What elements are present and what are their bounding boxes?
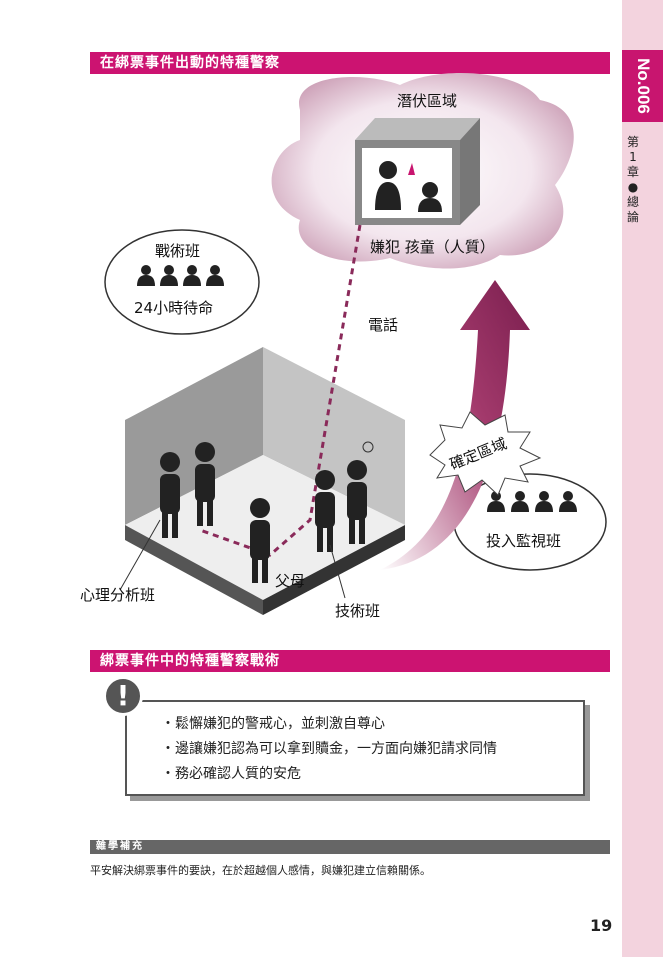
hideout-box xyxy=(355,118,480,225)
surveillance-label: 投入監視班 xyxy=(486,532,562,550)
page-number: 19 xyxy=(590,916,613,935)
list-item: ・鬆懈嫌犯的警戒心，並刺激自尊心 xyxy=(161,716,385,732)
standby-label: 24小時待命 xyxy=(134,299,214,317)
hideout-label: 潛伏區域 xyxy=(397,92,458,110)
list-item: ・邊讓嫌犯認為可以拿到贖金，一方面向嫌犯請求同情 xyxy=(161,741,497,757)
psych-label: 心理分析班 xyxy=(80,586,156,604)
tactics-list: ・鬆懈嫌犯的警戒心，並刺激自尊心 ・邊讓嫌犯認為可以拿到贖金，一方面向嫌犯請求同… xyxy=(127,712,583,787)
people xyxy=(160,442,367,583)
sidebar xyxy=(622,0,663,957)
tactical-label: 戰術班 xyxy=(155,242,201,260)
section-heading-1: 在綁票事件出動的特種警察 xyxy=(90,52,610,74)
surveillance-team-icons xyxy=(487,491,577,512)
trivia-text: 平安解決綁票事件的要訣，在於超越個人感情，與嫌犯建立信賴關係。 xyxy=(90,864,431,877)
tactics-box: ・鬆懈嫌犯的警戒心，並刺激自尊心 ・邊讓嫌犯認為可以拿到贖金，一方面向嫌犯請求同… xyxy=(125,700,585,796)
tech-label: 技術班 xyxy=(335,602,381,620)
arrow xyxy=(380,280,530,570)
phone-label: 電話 xyxy=(368,316,399,334)
section-number: No.006 xyxy=(622,50,663,122)
tech-pointer xyxy=(329,544,346,599)
tactical-team-icons xyxy=(137,265,224,286)
list-item: ・務必確認人質的安危 xyxy=(161,766,301,782)
phone-line xyxy=(199,224,362,557)
illustration xyxy=(104,73,607,615)
exclamation-icon: ! xyxy=(103,676,143,716)
chapter-label: 第1章●總論 xyxy=(626,135,639,224)
section-tab xyxy=(622,50,663,122)
tactical-oval xyxy=(104,229,260,335)
psych-pointer xyxy=(119,519,161,591)
confirm-burst xyxy=(429,411,542,496)
section-number-text: No.006 xyxy=(633,58,653,114)
section-heading-2: 綁票事件中的特種警察戰術 xyxy=(90,650,610,672)
idea-icon xyxy=(362,441,374,453)
trivia-heading: 雜學補充 xyxy=(90,840,610,854)
parents-label: 父母 xyxy=(275,572,306,590)
suspect-child-label: 嫌犯 孩童（人質） xyxy=(370,238,495,256)
